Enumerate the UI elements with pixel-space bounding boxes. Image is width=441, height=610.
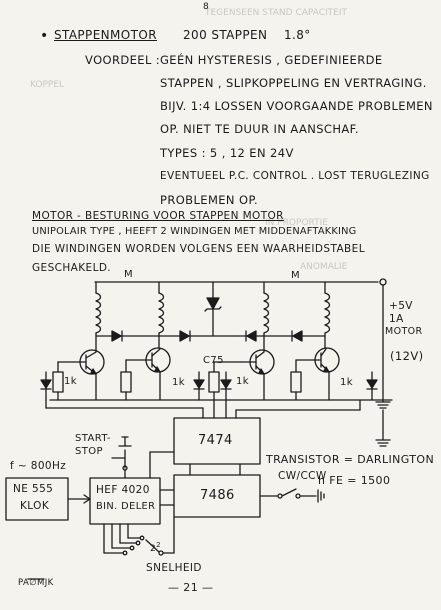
motor-ground-leg xyxy=(375,284,391,447)
steps-text: 200 STAPPEN xyxy=(183,28,268,42)
direction-switch xyxy=(259,488,325,503)
clock-label-1: NE 555 xyxy=(13,483,54,495)
start-label: START- xyxy=(75,433,111,444)
speed-selector xyxy=(103,516,175,556)
footer-author: PA∅MJK xyxy=(18,578,54,588)
advantage-label: VOORDEEL : xyxy=(85,53,161,67)
start-stop-switch xyxy=(111,436,132,479)
body-line-5: TYPES : 5 , 12 EN 24V xyxy=(160,146,294,160)
counter-label-1: HEF 4020 xyxy=(96,484,150,496)
motor-label: MOTOR xyxy=(385,326,423,337)
bullet-icon: • xyxy=(40,28,49,44)
left-winding-coils xyxy=(95,281,165,353)
body-line-3: BIJV. 1:4 LOSSEN VOORGAANDE PROBLEMEN xyxy=(160,99,433,113)
pow-label: 22 xyxy=(150,541,161,554)
m-right-label: M xyxy=(291,270,301,281)
clock-label-2: KLOK xyxy=(20,500,50,512)
stop-label: STOP xyxy=(75,446,103,457)
body-line-1: GEÉN HYSTERESIS , GEDEFINIEERDE xyxy=(160,53,383,67)
counter-label-2: BIN. DELER xyxy=(96,501,156,512)
ic-7486-label: 7486 xyxy=(200,488,235,503)
zener-label: C75 xyxy=(203,355,224,366)
m-left-label: M xyxy=(124,269,134,280)
pow-exponent: 2 xyxy=(156,541,161,549)
right-winding-coils xyxy=(263,281,331,353)
resistor-label-2: 1k xyxy=(172,377,185,388)
supply-rail xyxy=(94,278,387,286)
zener-diode xyxy=(204,281,222,337)
speed-label: SNELHEID xyxy=(146,562,202,574)
direction-label: CW/CCW xyxy=(278,470,327,482)
supply-label: +5V xyxy=(389,300,413,312)
resistor-label-4: 1k xyxy=(340,377,353,388)
section-line-1: UNIPOLAIR TYPE , HEEFT 2 WINDINGEN MET M… xyxy=(32,226,357,237)
section-line-3: GESCHAKELD. xyxy=(32,262,112,274)
transistors xyxy=(73,347,340,375)
body-line-4: OP. NIET TE DUUR IN AANSCHAF. xyxy=(160,122,359,136)
resistor-label-3: 1k xyxy=(236,376,249,387)
ic-7474-box xyxy=(173,417,261,465)
page-marker: 8 xyxy=(203,2,210,12)
ic-7474-label: 7474 xyxy=(198,433,233,448)
body-line-7: PROBLEMEN OP. xyxy=(160,193,259,207)
base-resistors xyxy=(52,359,302,401)
transistor-note: TRANSISTOR = DARLINGTON xyxy=(266,453,435,466)
motor-voltage-label: (12V) xyxy=(390,349,424,363)
emitter-rail xyxy=(49,371,393,401)
page-number: — 21 — xyxy=(168,581,214,594)
frequency-label: f ~ 800Hz xyxy=(10,460,67,472)
section-line-2: DIE WINDINGEN WORDEN VOLGENS EEN WAARHEI… xyxy=(32,243,365,255)
angle-text: 1.8° xyxy=(284,28,311,42)
hfe-note: h FE = 1500 xyxy=(318,474,391,487)
flyback-diodes xyxy=(95,330,326,342)
body-line-6: EVENTUEEL P.C. CONTROL . LOST TERUGLEZIN… xyxy=(160,170,430,182)
body-line-2: STAPPEN , SLIPKOPPELING EN VERTRAGING. xyxy=(160,76,427,90)
section-title: MOTOR - BESTURING VOOR STAPPEN MOTOR xyxy=(32,210,284,222)
driver-bus xyxy=(45,399,361,419)
base-diodes xyxy=(40,371,378,401)
heading: STAPPENMOTOR xyxy=(54,28,157,42)
resistor-label-1: 1k xyxy=(64,376,77,387)
current-label: 1A xyxy=(389,313,404,325)
